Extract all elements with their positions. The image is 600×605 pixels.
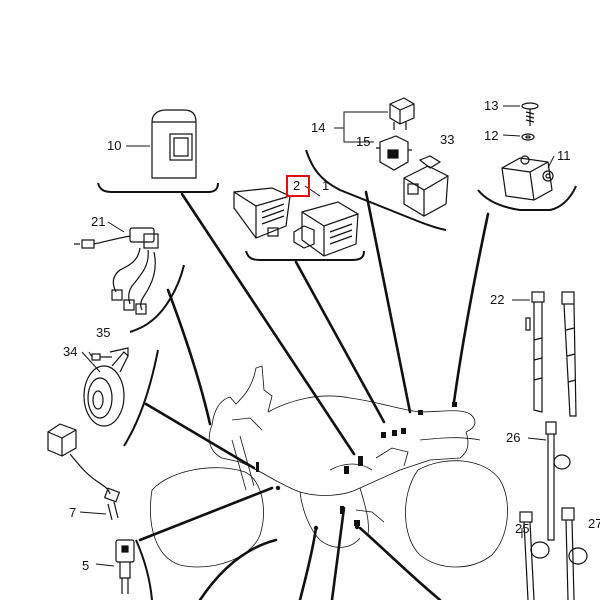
part-35-bolt <box>91 353 112 361</box>
selected-callout-highlight <box>286 175 310 197</box>
part-11-sensor <box>501 155 554 201</box>
callout-35: 35 <box>96 325 110 340</box>
part-27-clamp-tie <box>561 507 588 601</box>
callout-21: 21 <box>91 214 105 229</box>
leader-dots <box>275 485 360 531</box>
callout-11: 11 <box>557 148 571 163</box>
part-13-screw <box>521 102 539 126</box>
part-7-sensor <box>47 423 121 521</box>
part-33-relay <box>403 155 449 217</box>
callout-2[interactable]: 2 <box>293 178 300 193</box>
part-tie-right <box>561 291 577 417</box>
callout-labels: 1 2 5 7 10 11 12 13 14 15 21 22 25 26 27… <box>63 98 600 573</box>
part-1-unit <box>293 201 359 257</box>
callout-12: 12 <box>484 128 498 143</box>
bike-connectors <box>256 402 457 526</box>
callout-1: 1 <box>322 178 329 193</box>
callout-25: 25 <box>515 521 529 536</box>
group-brackets <box>97 149 577 601</box>
part-5-switch <box>115 539 135 594</box>
callout-15: 15 <box>356 134 370 149</box>
part-21-sub-harness <box>74 227 159 315</box>
callout-ticks <box>79 105 555 567</box>
part-26-clamp-tie <box>545 421 571 541</box>
callout-26: 26 <box>506 430 520 445</box>
callout-14: 14 <box>311 120 325 135</box>
callout-10: 10 <box>107 138 121 153</box>
callout-34: 34 <box>63 344 77 359</box>
part-14-relay <box>389 97 415 130</box>
part-25-clamp-tie <box>519 511 550 601</box>
part-10-relay-cover <box>151 109 197 179</box>
leader-lines <box>138 190 490 602</box>
callout-13: 13 <box>484 98 498 113</box>
part-22-cable-tie <box>525 291 545 413</box>
part-2-unit <box>233 187 291 239</box>
callout-7: 7 <box>69 505 76 520</box>
part-34-horn <box>83 347 129 427</box>
callout-5: 5 <box>82 558 89 573</box>
callout-33: 33 <box>440 132 454 147</box>
part-15-bracket <box>376 135 412 171</box>
callout-22: 22 <box>490 292 504 307</box>
motorcycle-outline <box>150 365 508 568</box>
callout-27: 27 <box>588 516 600 531</box>
part-12-washer <box>521 133 535 141</box>
